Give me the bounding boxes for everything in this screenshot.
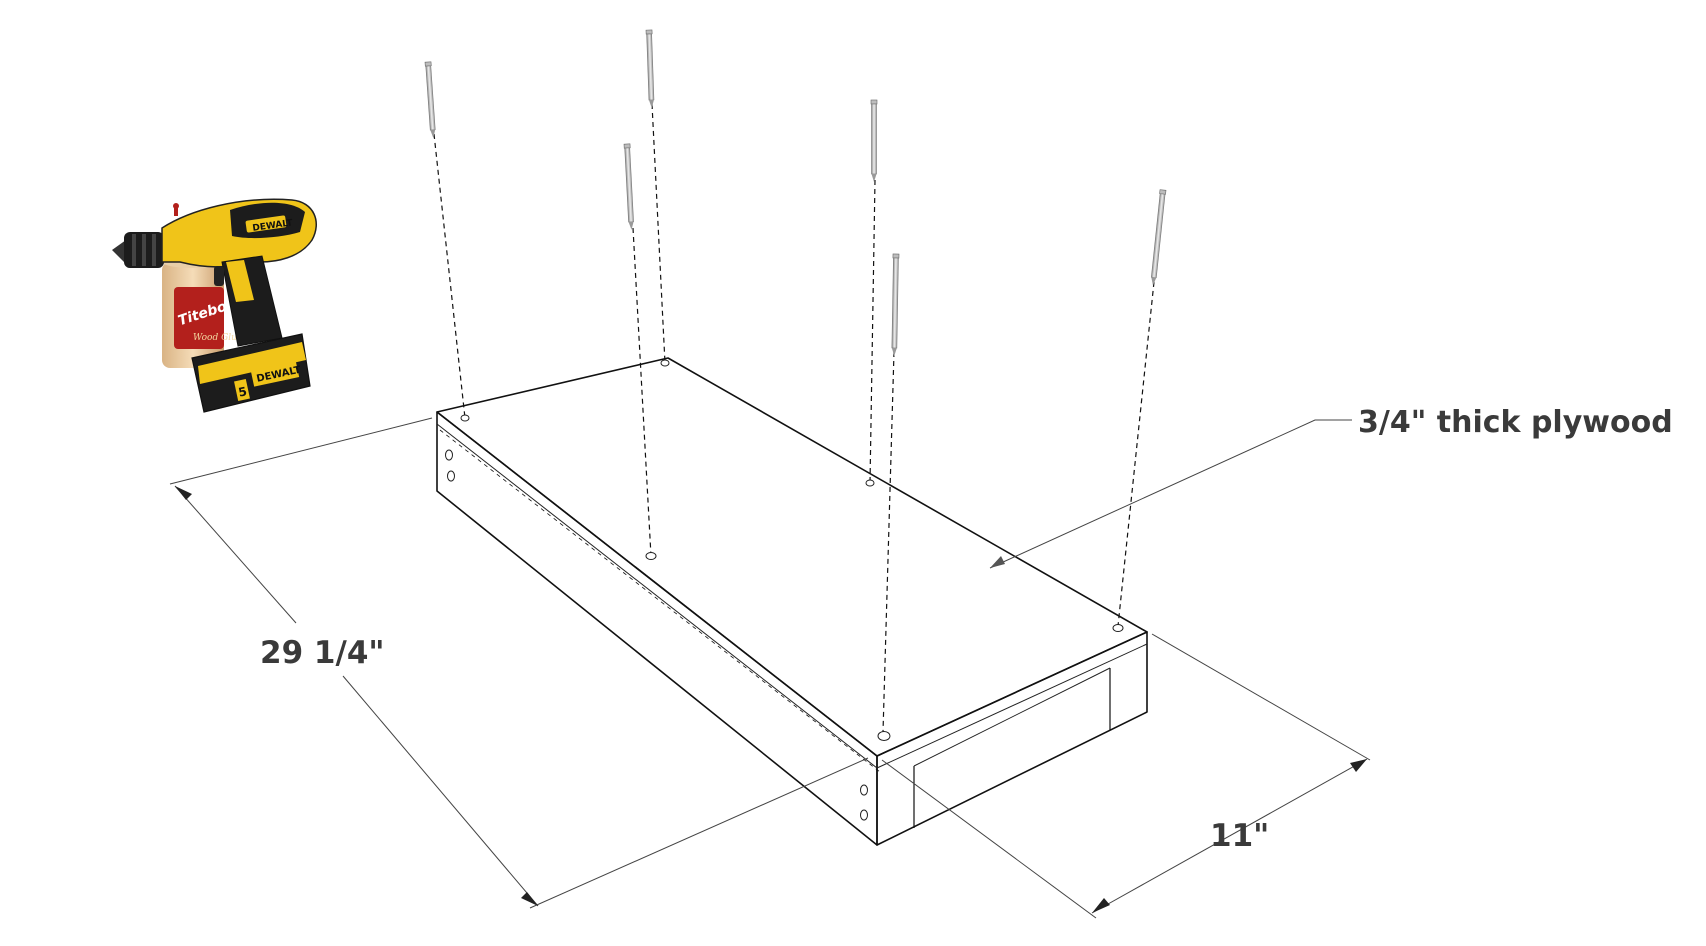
screw-hole <box>460 414 470 422</box>
width-dimension-label: 11" <box>1210 818 1269 854</box>
side-hole <box>445 449 453 461</box>
screws <box>424 29 1167 741</box>
screw-hole <box>645 552 657 560</box>
side-hole <box>860 784 868 796</box>
screw-icon <box>623 143 634 230</box>
side-hole <box>860 809 868 821</box>
frame-side-face <box>436 411 878 846</box>
screw-hole <box>877 731 891 741</box>
glue-type-label: Wood Glue <box>193 333 242 343</box>
length-dimension-label: 29 1/4" <box>260 635 385 671</box>
plywood-callout-label: 3/4" thick plywood <box>1358 405 1673 440</box>
plywood-thickness-edge <box>436 423 878 769</box>
screw-icon <box>1150 189 1167 286</box>
plywood-thickness-edge-front <box>876 643 1148 769</box>
screw-icon <box>424 61 436 138</box>
screw-icon <box>645 29 655 108</box>
screw-hole <box>660 359 670 367</box>
battery-voltage-label: 5 <box>237 384 248 399</box>
end-rail-top <box>913 667 1111 767</box>
shelf-box <box>436 357 1148 846</box>
dimension-length: 29 1/4" <box>169 417 869 909</box>
plywood-top <box>436 357 1148 757</box>
drill-and-glue-illustration: Titebond Wood Glue DEWALT DEWALT <box>112 198 317 413</box>
side-hole <box>447 470 455 482</box>
frame-end-face <box>876 631 1148 846</box>
screw-icon <box>891 253 900 356</box>
cordless-drill-icon: DEWALT DEWALT 5 <box>112 198 317 413</box>
screw-icon <box>870 99 878 182</box>
screw-hole <box>1112 624 1124 632</box>
screw-hole <box>865 479 875 487</box>
hidden-edge <box>439 429 881 773</box>
dimension-width: 11" <box>881 633 1371 919</box>
plywood-callout: 3/4" thick plywood <box>989 405 1673 569</box>
